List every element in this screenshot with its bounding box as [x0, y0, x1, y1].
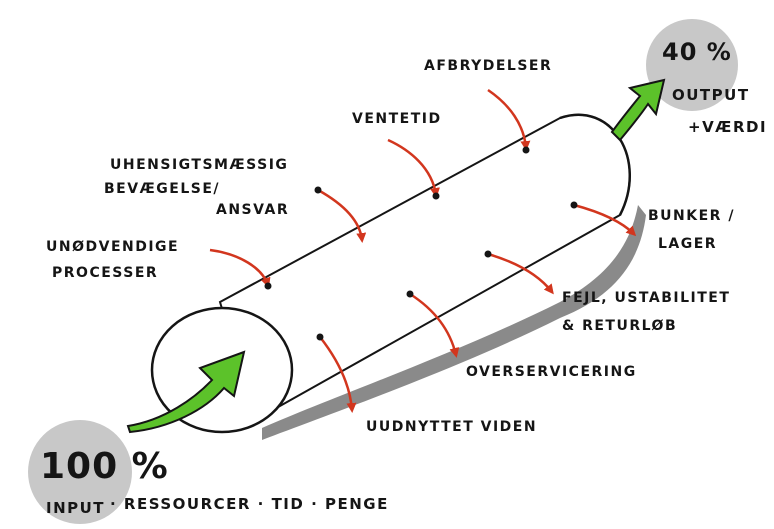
- output-label: OUTPUT: [672, 86, 750, 104]
- waste-dot: [522, 146, 530, 154]
- tube-shadow: [262, 205, 646, 440]
- output-percent: 40 %: [662, 38, 732, 66]
- input-label: INPUT: [46, 499, 105, 517]
- waste-arrow-bevaegelse: [317, 188, 367, 243]
- label-bevaegelse-2: BEVÆGELSE/: [104, 181, 220, 197]
- label-unoedvendige-1: UNØDVENDIGE: [46, 239, 179, 255]
- input-percent: 100 %: [40, 446, 169, 487]
- input-circle: [28, 420, 132, 524]
- label-overservicering: OVERSERVICERING: [466, 364, 637, 380]
- waste-dot: [570, 201, 578, 209]
- waste-arrow-afbrydelser: [487, 88, 531, 151]
- waste-dot: [432, 192, 440, 200]
- waste-arrow-overservicering: [409, 292, 460, 358]
- waste-arrow-bunker: [573, 203, 637, 237]
- waste-arrow-ventetid: [387, 138, 440, 198]
- output-detail: +VÆRDI: [688, 118, 767, 136]
- label-bunker-1: BUNKER /: [648, 208, 735, 224]
- waste-dot: [484, 250, 492, 258]
- label-bevaegelse-3: ANSVAR: [216, 202, 289, 218]
- waste-arrow-unoedvendige: [209, 248, 271, 288]
- output-circle: [646, 19, 738, 111]
- label-fejl-2: & RETURLØB: [562, 318, 677, 334]
- output-arrow-icon: [610, 78, 666, 142]
- label-uudnyttet: UUDNYTTET VIDEN: [366, 419, 537, 435]
- input-arrow-icon: [126, 350, 246, 434]
- waste-dot: [314, 186, 322, 194]
- label-bevaegelse-1: UHENSIGTSMÆSSIG: [110, 157, 288, 173]
- input-detail: · RESSOURCER · TID · PENGE: [110, 495, 389, 513]
- waste-dot: [264, 282, 272, 290]
- label-ventetid: VENTETID: [352, 111, 442, 127]
- waste-arrow-uudnyttet: [319, 336, 357, 413]
- waste-arrows: [209, 88, 637, 413]
- label-unoedvendige-2: PROCESSER: [52, 265, 158, 281]
- label-fejl-1: FEJL, USTABILITET: [562, 290, 730, 306]
- label-afbrydelser: AFBRYDELSER: [424, 58, 552, 74]
- waste-dot: [316, 333, 324, 341]
- label-bunker-2: LAGER: [658, 236, 717, 252]
- waste-arrow-fejl: [487, 252, 554, 295]
- waste-dot: [406, 290, 414, 298]
